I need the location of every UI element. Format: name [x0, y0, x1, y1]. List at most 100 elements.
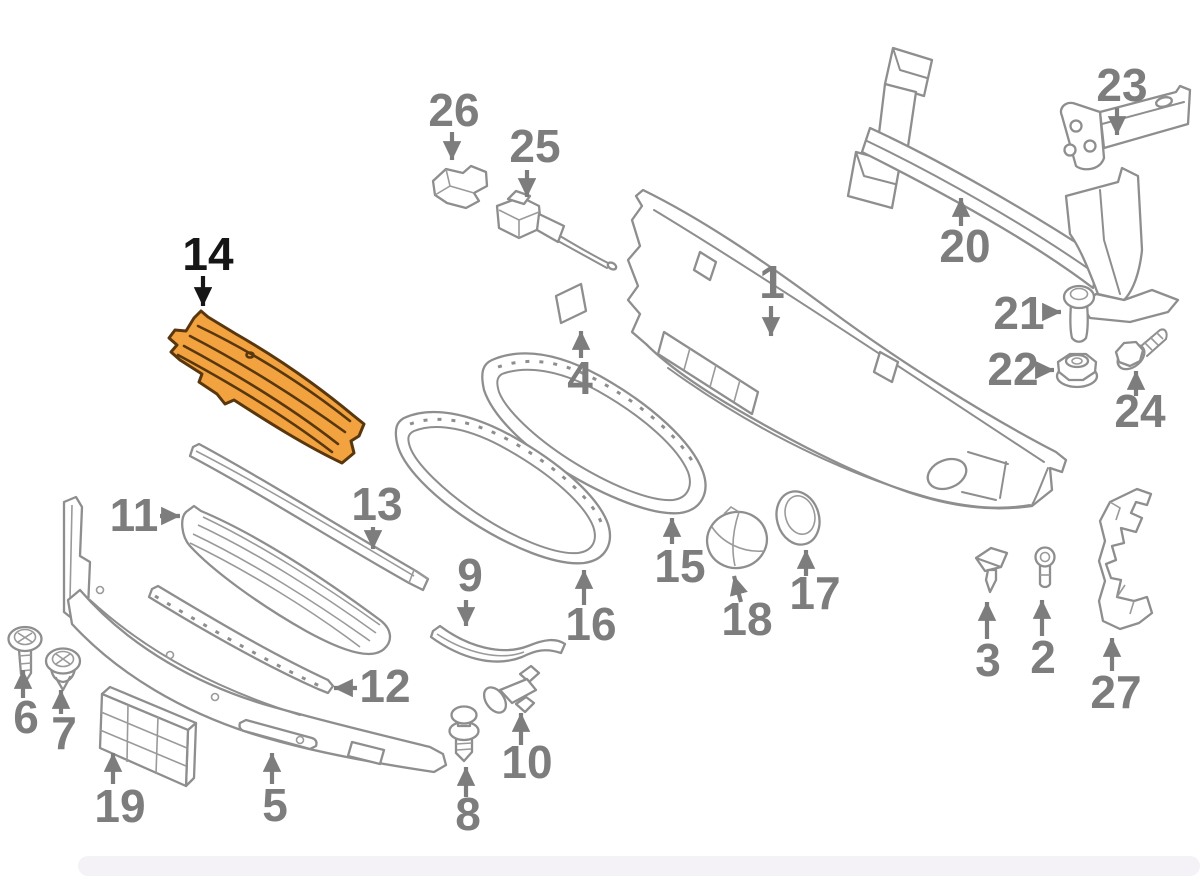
part-21-head-top — [1069, 287, 1089, 301]
part-label-16: 16 — [565, 569, 617, 650]
part-label-15: 15 — [654, 517, 706, 592]
part-label-7: 7 — [51, 689, 77, 759]
part-20-reinforcement-bar — [846, 46, 1180, 324]
part-16-serration — [409, 417, 603, 523]
part-label-12: 12 — [333, 660, 411, 712]
part-14-inner-edge — [196, 324, 352, 423]
part-14-slat-1 — [188, 334, 347, 434]
part-label-14: 14 — [182, 228, 234, 307]
part-13-trim-strip — [188, 442, 430, 592]
part-1-grille-slot — [656, 330, 760, 416]
part-10-pin-down — [514, 695, 536, 714]
part-label-22-text: 22 — [987, 343, 1038, 395]
part-label-4-text: 4 — [567, 352, 593, 404]
part-8-cap — [450, 705, 478, 725]
part-23-hole-1 — [1069, 119, 1083, 133]
part-17-inner — [784, 495, 816, 535]
part-1-top-tab-left — [692, 250, 718, 282]
part-label-12-text: 12 — [359, 660, 410, 712]
part-label-9: 9 — [456, 549, 483, 627]
part-3-stem — [984, 568, 998, 594]
part-4-pad — [554, 282, 588, 325]
part-17-cap-ring — [775, 490, 821, 546]
part-5-hole-3 — [295, 735, 305, 745]
part-23-beam-hole — [1155, 96, 1173, 108]
part-7-cross — [55, 653, 71, 665]
part-label-2: 2 — [1030, 599, 1056, 683]
part-label-18-text: 18 — [721, 593, 772, 645]
part-2-head — [1034, 546, 1056, 568]
part-label-10-text: 10 — [501, 736, 552, 788]
part-label-8-text: 8 — [455, 788, 481, 840]
part-16-outer — [394, 410, 612, 565]
part-label-19-text: 19 — [94, 780, 145, 832]
part-6-head — [7, 625, 43, 653]
part-label-6-text: 6 — [13, 691, 39, 743]
part-label-23-text: 23 — [1096, 59, 1147, 111]
part-label-26: 26 — [428, 84, 480, 161]
part-2-socket — [1039, 551, 1051, 563]
part-24-screw — [1114, 328, 1168, 371]
part-14-slat-2 — [182, 344, 340, 446]
footer-bar — [78, 856, 1200, 876]
part-14-highlighted-grille — [167, 309, 366, 465]
part-1-bumper-cover — [626, 188, 1068, 510]
part-27-side-bracket — [1097, 487, 1154, 631]
part-label-3: 3 — [975, 601, 1001, 686]
part-1-lower-crease — [667, 367, 1031, 509]
part-2-bolt — [1034, 546, 1056, 589]
part-16-inner — [407, 426, 596, 555]
part-7-rivet — [44, 647, 82, 692]
part-12-serrated-strip — [147, 584, 335, 695]
part-label-7-text: 7 — [51, 707, 77, 759]
part-5-hole-4 — [95, 585, 105, 595]
part-label-27-text: 27 — [1090, 666, 1141, 718]
part-label-4: 4 — [567, 330, 593, 404]
part-19-grid — [99, 704, 188, 775]
part-label-21-text: 21 — [993, 287, 1044, 339]
part-1-foglamp-ring — [926, 457, 968, 491]
part-14-clip-hole — [245, 351, 255, 359]
part-11-grille-insert — [181, 504, 392, 656]
part-25-sensor — [495, 189, 618, 271]
part-3-clip — [974, 546, 1009, 594]
part-label-23: 23 — [1096, 59, 1148, 136]
part-1-endcap-line — [1031, 467, 1049, 506]
part-label-22: 22 — [987, 343, 1055, 395]
part-1-fog-bracket-lines — [961, 451, 1009, 501]
part-25-cable — [557, 235, 611, 269]
part-label-8: 8 — [455, 766, 481, 840]
part-20-right-bracket-lines — [1099, 189, 1121, 295]
part-1-slot-dividers — [683, 347, 741, 403]
part-3-head — [974, 546, 1009, 573]
part-label-6: 6 — [13, 669, 39, 743]
part-24-threads — [1143, 331, 1164, 351]
part-5-tow-hole — [346, 740, 386, 766]
part-24-hex-head — [1114, 340, 1145, 368]
part-1-top-tab-right — [872, 350, 900, 384]
part-20-left-tab-fold — [855, 151, 896, 185]
part-25-snout — [535, 212, 566, 244]
part-23-hole-3 — [1083, 139, 1097, 153]
part-label-1: 1 — [759, 256, 785, 337]
part-label-26-text: 26 — [428, 84, 479, 136]
part-6-head-top — [13, 628, 37, 646]
part-5-lower-valance — [62, 495, 448, 774]
part-21-shaft — [1069, 302, 1089, 343]
part-10-disc — [482, 686, 508, 714]
part-9-trim-blade — [429, 624, 567, 663]
part-9-body — [429, 624, 567, 663]
part-label-18-arrow — [729, 575, 748, 603]
part-18-tab — [723, 505, 740, 515]
part-23-plate — [1059, 101, 1106, 171]
part-19-license-filler — [98, 685, 198, 788]
part-5-hole-2 — [210, 692, 220, 702]
part-label-24-text: 24 — [1114, 385, 1166, 437]
part-20-bar-crease — [866, 140, 1097, 275]
part-label-13: 13 — [351, 478, 403, 550]
part-5-crease — [89, 599, 301, 716]
part-7-head-top — [51, 650, 75, 668]
part-label-19: 19 — [94, 752, 146, 832]
part-15-grille-frame — [481, 352, 707, 515]
